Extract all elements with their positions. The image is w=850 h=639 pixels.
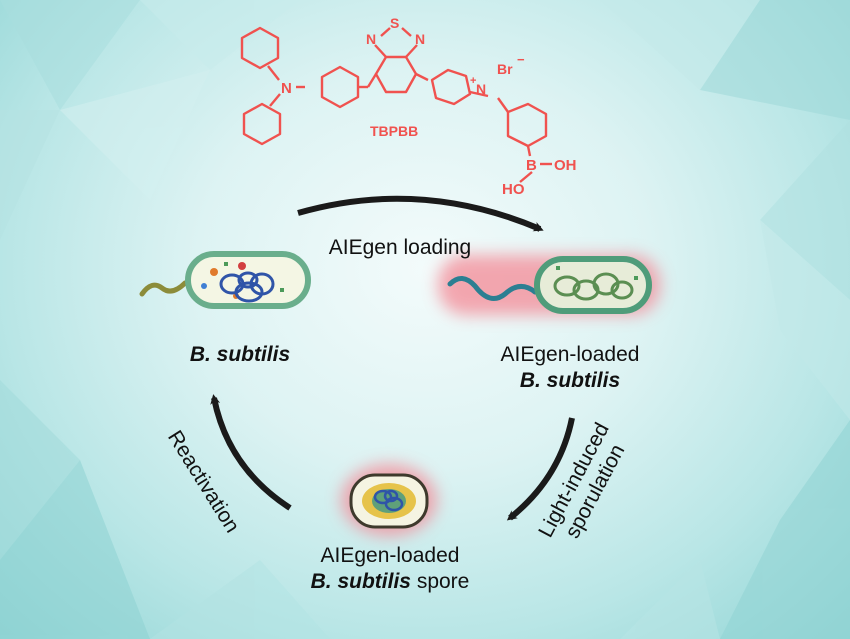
aiegen-loaded-cell bbox=[438, 255, 660, 315]
label-spore-line1: AIEgen-loaded bbox=[320, 544, 460, 567]
label-spore-word: spore bbox=[410, 570, 470, 593]
label-spore-species: B. subtilis bbox=[310, 570, 411, 593]
tbpbb-atom-labels: N N S N N + Br − B OH HO TBPBB bbox=[281, 15, 577, 198]
dna-nucleoid bbox=[219, 271, 275, 303]
atom-n-pyridinium: N bbox=[476, 81, 486, 97]
charge-minus: − bbox=[517, 52, 525, 67]
molecule-name: TBPBB bbox=[370, 123, 418, 139]
atom-n-right: N bbox=[415, 31, 425, 47]
flagellum bbox=[139, 280, 188, 297]
atom-n-left: N bbox=[366, 31, 376, 47]
bacterium-cell bbox=[139, 251, 311, 309]
dna-spore bbox=[373, 489, 404, 512]
atom-s: S bbox=[390, 15, 399, 31]
arrow-light-induced-sporulation bbox=[506, 417, 575, 521]
flagellum-loaded bbox=[447, 276, 538, 301]
label-aiegen-loading: AIEgen loading bbox=[328, 236, 472, 259]
label-loaded-line2: B. subtilis bbox=[519, 369, 621, 392]
dna-nucleoid-loaded bbox=[553, 272, 634, 301]
arrow-reactivation bbox=[210, 394, 292, 511]
atom-boron: B bbox=[526, 157, 537, 174]
aiegen-loaded-spore bbox=[341, 464, 437, 536]
label-loaded-line1: AIEgen-loaded bbox=[500, 343, 640, 366]
cell-membrane bbox=[185, 251, 311, 309]
arrow-aiegen-loading bbox=[297, 195, 544, 232]
label-spore-line2: B. subtilis spore bbox=[290, 570, 490, 594]
atom-n-amine: N bbox=[281, 80, 292, 97]
label-bacterium: B. subtilis bbox=[189, 343, 291, 366]
atom-bromide: Br bbox=[497, 61, 513, 77]
atom-oh: OH bbox=[554, 157, 577, 174]
charge-plus: + bbox=[470, 75, 476, 87]
atom-ho: HO bbox=[502, 181, 525, 198]
tbpbb-structure bbox=[240, 26, 552, 183]
